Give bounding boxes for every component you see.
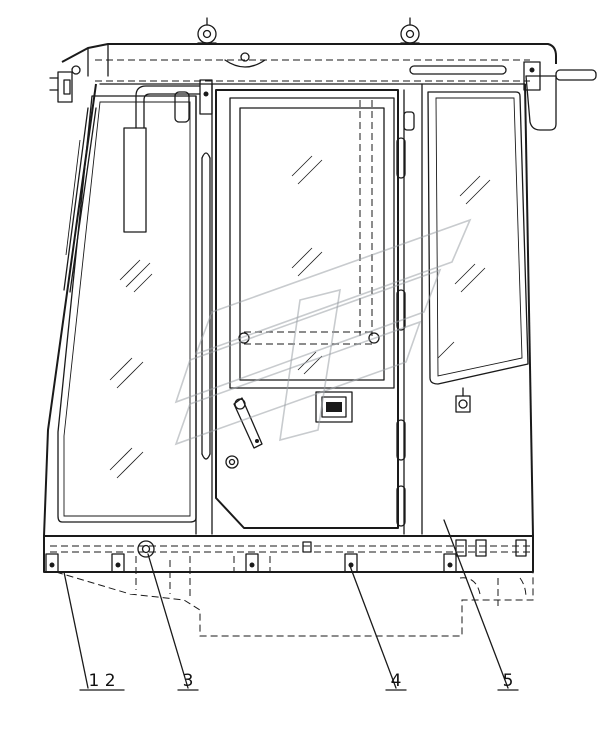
cab-body-outline (43, 83, 534, 537)
callout-label-1-2: 1 2 (88, 671, 115, 691)
base-rail (43, 535, 534, 573)
lifting-eye-right (400, 17, 420, 44)
b-pillar (195, 83, 213, 535)
floor-frame-hidden-lines (55, 556, 534, 637)
rear-lamp (523, 61, 597, 131)
door-hinges (396, 89, 415, 535)
callout-label-5: 5 (503, 671, 514, 691)
side-bolt (455, 387, 471, 413)
cab-door (215, 89, 399, 529)
lifting-eye-left (197, 17, 217, 44)
callout-label-3: 3 (183, 671, 194, 691)
wiper-assembly (49, 65, 97, 293)
leader-lines (63, 519, 519, 691)
cab-roof (61, 43, 557, 85)
watermark-logo (174, 218, 472, 446)
front-window (57, 95, 197, 523)
callout-label-4: 4 (391, 671, 402, 691)
rear-view-mirror (123, 79, 213, 233)
rear-window (421, 83, 529, 535)
